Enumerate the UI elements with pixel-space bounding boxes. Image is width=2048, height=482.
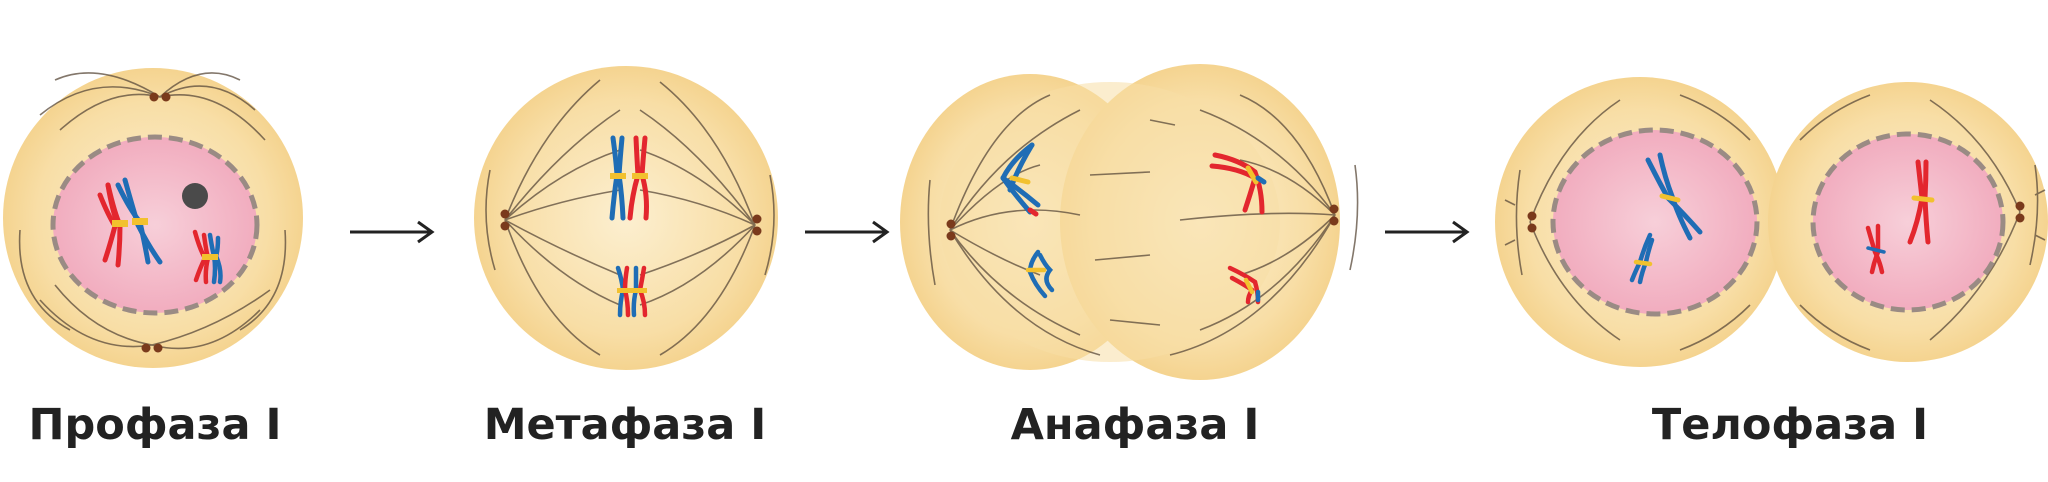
nucleus — [50, 134, 260, 316]
chromosome-red-large — [1907, 159, 1935, 245]
chromosome-red-small — [1865, 223, 1886, 275]
stage-label-anaphase: Анафаза I — [1010, 400, 1260, 450]
chromosome-blue-large — [1645, 152, 1703, 241]
spindle-fibers — [18, 72, 287, 350]
chromosome-blue-large — [1000, 142, 1041, 215]
centriole-pair — [2015, 201, 2025, 223]
centriole-pair-bottom — [141, 343, 163, 353]
metaphase-cell — [474, 66, 778, 370]
spindle-fibers — [1504, 94, 1751, 351]
chromosome-blue-small — [1025, 249, 1055, 299]
homologous-pair-small — [192, 229, 223, 285]
chromosome-red-large — [1209, 152, 1267, 215]
chromosome-blue-small — [1629, 232, 1655, 285]
arrow-icon — [350, 220, 435, 244]
homologous-pair-large — [97, 177, 163, 268]
tetrad-large — [609, 135, 649, 221]
telophase-cell-right — [1768, 82, 2048, 362]
stage-label-metaphase: Метафаза I — [483, 400, 767, 450]
centriole-pair-left — [500, 209, 510, 231]
nucleolus — [182, 183, 208, 209]
spindle-fibers — [485, 79, 775, 356]
stage-label-prophase: Профаза I — [28, 400, 282, 450]
centriole-pair-left — [946, 219, 956, 241]
telophase-cell-left — [1495, 77, 1785, 367]
prophase-cell — [3, 68, 303, 368]
chromosome-red-small — [1227, 265, 1261, 305]
centriole-pair-right — [752, 214, 762, 236]
nucleus — [1810, 131, 2006, 313]
arrow-icon — [1385, 220, 1470, 244]
centriole-pair-top — [149, 92, 171, 102]
nucleus — [1550, 127, 1760, 317]
spindle-fibers — [1799, 94, 2046, 351]
arrow-icon — [805, 220, 890, 244]
stage-label-telophase: Телофаза I — [1651, 400, 1929, 450]
anaphase-cell — [900, 64, 1359, 380]
tetrad-small — [615, 265, 648, 318]
centriole-pair-right — [1329, 204, 1339, 226]
centriole-pair — [1527, 211, 1537, 233]
